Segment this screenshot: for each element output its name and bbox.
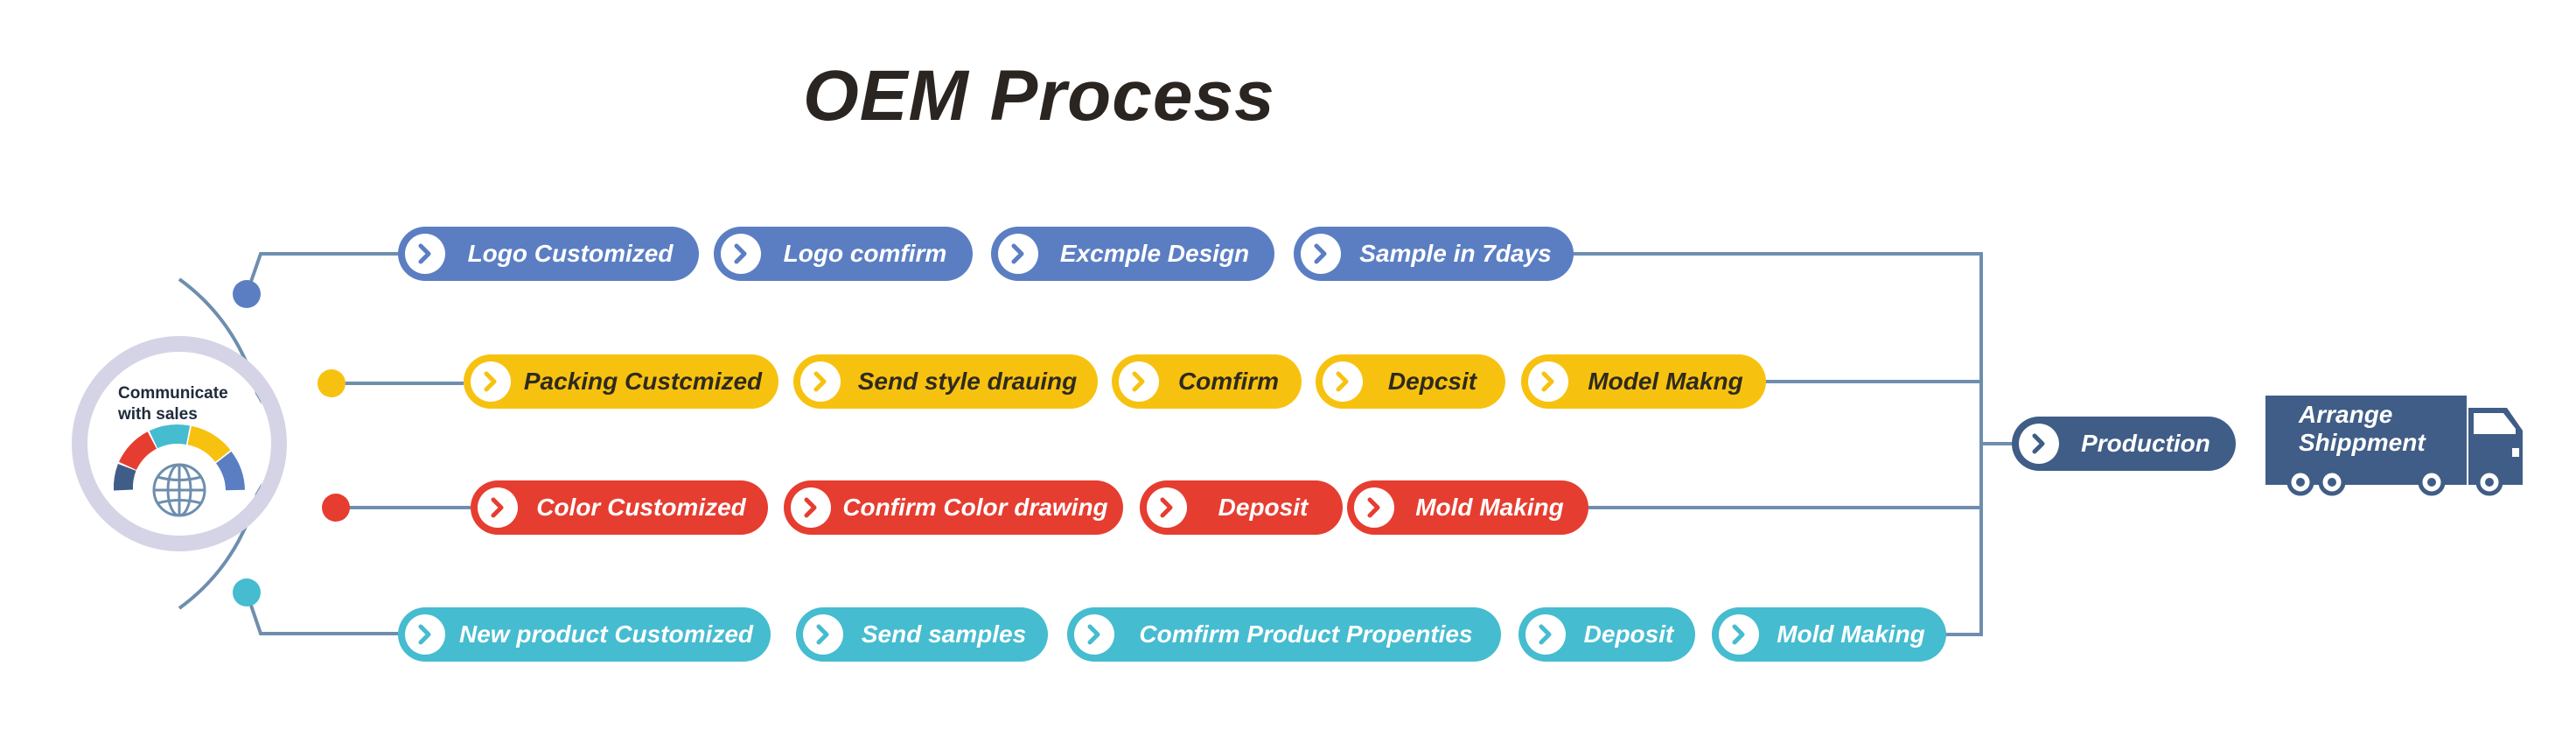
chevron-right-icon bbox=[998, 234, 1038, 274]
step-pill: Packing Custcmized bbox=[464, 354, 778, 409]
step-pill: Comfirm Product Propenties bbox=[1067, 607, 1501, 662]
step-pill: Excmple Design bbox=[991, 227, 1274, 281]
step-label: Sample in 7days bbox=[1359, 240, 1552, 267]
step-pill: Logo Customized bbox=[398, 227, 699, 281]
step-label: Color Customized bbox=[536, 494, 746, 521]
chevron-right-icon bbox=[1301, 234, 1341, 274]
step-label: Mold Making bbox=[1777, 620, 1925, 648]
node-dot-blue bbox=[233, 280, 261, 308]
step-pill: Model Makng bbox=[1521, 354, 1766, 409]
node-dot-red bbox=[322, 494, 350, 522]
branch-line-row-4 bbox=[245, 592, 398, 635]
production-pill: Production bbox=[2012, 417, 2236, 471]
chevron-right-icon bbox=[1354, 487, 1394, 528]
step-pill: Sample in 7days bbox=[1294, 227, 1574, 281]
step-pill: Logo comfirm bbox=[714, 227, 973, 281]
hub-arc-4 bbox=[187, 425, 231, 463]
step-label: Packing Custcmized bbox=[523, 368, 763, 395]
step-pill: New product Customized bbox=[398, 607, 771, 662]
step-pill: Deposit bbox=[1518, 607, 1695, 662]
step-pill: Send samples bbox=[796, 607, 1048, 662]
chevron-right-icon bbox=[478, 487, 518, 528]
chevron-right-icon bbox=[803, 614, 843, 655]
chevron-right-icon bbox=[1074, 614, 1114, 655]
step-label: Logo comfirm bbox=[783, 240, 947, 267]
chevron-right-icon bbox=[1528, 361, 1568, 402]
chevron-right-icon bbox=[1525, 614, 1566, 655]
chevron-right-icon bbox=[1719, 614, 1759, 655]
step-label: Send samples bbox=[861, 620, 1027, 648]
page-title: OEM Process bbox=[803, 56, 1275, 136]
step-pill: Depcsit bbox=[1316, 354, 1505, 409]
chevron-right-icon bbox=[1147, 487, 1187, 528]
shipment-label-line-2: Shippment bbox=[2299, 429, 2426, 456]
production-label: Production bbox=[2081, 430, 2210, 457]
branch-line-row-1 bbox=[245, 252, 398, 295]
step-pill: Mold Making bbox=[1347, 480, 1588, 535]
chevron-right-icon bbox=[1119, 361, 1159, 402]
step-pill: Deposit bbox=[1140, 480, 1343, 535]
step-pill: Confirm Color drawing bbox=[784, 480, 1123, 535]
step-pill: Send style drauing bbox=[793, 354, 1098, 409]
step-label: Excmple Design bbox=[1059, 240, 1250, 267]
step-label: Comfirm Product Propenties bbox=[1139, 620, 1473, 648]
step-label: Send style drauing bbox=[857, 368, 1078, 395]
globe-icon bbox=[152, 463, 206, 517]
chevron-right-icon bbox=[405, 234, 445, 274]
node-dot-yellow bbox=[318, 369, 346, 397]
hub-label-line-1: Communicate bbox=[118, 384, 228, 403]
chevron-right-icon bbox=[800, 361, 841, 402]
step-label: Deposit bbox=[1218, 494, 1309, 521]
hub-label: Communicate with sales bbox=[118, 383, 258, 425]
chevron-right-icon bbox=[2019, 424, 2059, 464]
shipment-label-line-1: Arrange bbox=[2299, 401, 2393, 428]
step-label: Depcsit bbox=[1387, 368, 1477, 395]
truck-icon bbox=[2265, 396, 2523, 496]
hub-arc-3 bbox=[149, 424, 191, 449]
chevron-right-icon bbox=[721, 234, 761, 274]
step-pill: Comfirm bbox=[1112, 354, 1302, 409]
step-label: Logo Customized bbox=[467, 240, 674, 267]
step-label: Comfirm bbox=[1177, 368, 1280, 395]
hub-arc-1 bbox=[113, 463, 136, 491]
hub-arc-5 bbox=[215, 451, 245, 491]
step-pill: Mold Making bbox=[1712, 607, 1946, 662]
chevron-right-icon bbox=[471, 361, 511, 402]
hub-badge bbox=[72, 336, 287, 551]
node-dot-cyan bbox=[233, 578, 261, 606]
hub-arc-2 bbox=[118, 431, 157, 471]
step-label: Deposit bbox=[1583, 620, 1674, 648]
hub-label-line-2: with sales bbox=[118, 405, 198, 424]
chevron-right-icon bbox=[405, 614, 445, 655]
shipment-label: Arrange Shippment bbox=[2299, 401, 2474, 457]
step-label: Model Makng bbox=[1588, 368, 1743, 395]
chevron-right-icon bbox=[1323, 361, 1363, 402]
step-pill: Color Customized bbox=[471, 480, 768, 535]
chevron-right-icon bbox=[791, 487, 831, 528]
step-label: New product Customized bbox=[458, 620, 753, 648]
step-label: Mold Making bbox=[1415, 494, 1564, 521]
step-label: Confirm Color drawing bbox=[842, 494, 1108, 521]
